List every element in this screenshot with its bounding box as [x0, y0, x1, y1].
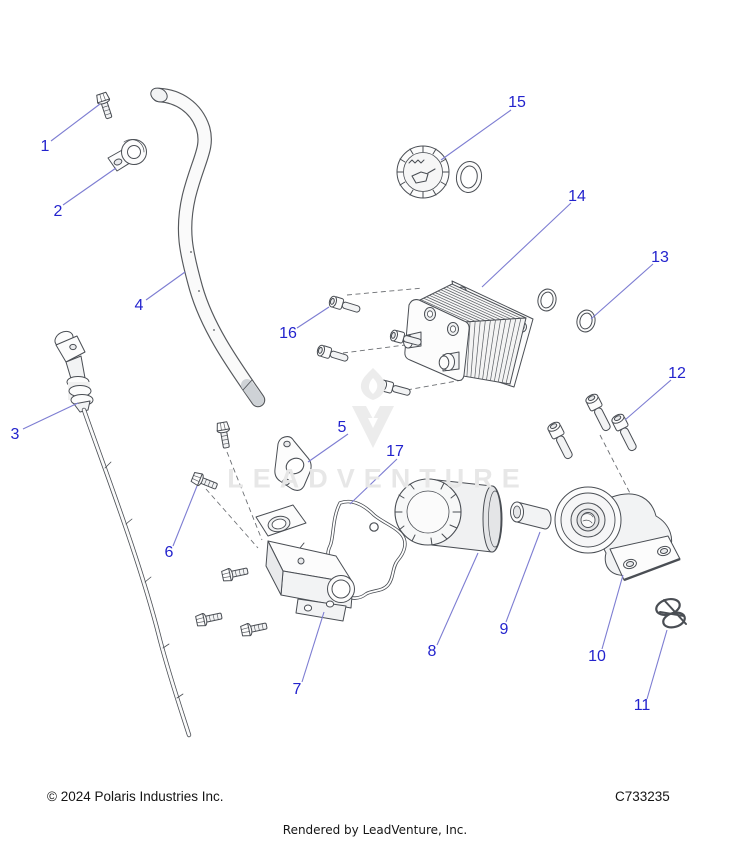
- callout-7[interactable]: 7: [292, 681, 302, 698]
- callout-11[interactable]: 11: [633, 697, 651, 714]
- part-socket-bolts-12: [545, 391, 641, 462]
- callout-5[interactable]: 5: [337, 419, 347, 436]
- part-wire-clip: [655, 597, 687, 629]
- part-hex-flange-bolts-6: [190, 421, 234, 493]
- part-oil-filter: [394, 478, 503, 553]
- leader-line-11: [646, 629, 668, 700]
- callout-13[interactable]: 13: [651, 249, 669, 266]
- leader-line-8: [436, 552, 479, 646]
- part-mounting-bracket: [274, 436, 312, 491]
- leader-line-15: [440, 109, 512, 161]
- part-oil-dipstick: [54, 330, 192, 738]
- callout-17[interactable]: 17: [386, 443, 404, 460]
- leader-line-7: [301, 611, 325, 683]
- assembly-dash-lines: [205, 287, 634, 549]
- leader-line-10: [601, 574, 624, 650]
- part-oil-cooler: [403, 280, 534, 388]
- leader-lines: [22, 103, 672, 700]
- callout-3[interactable]: 3: [10, 426, 20, 443]
- leader-line-12: [624, 379, 672, 421]
- callout-14[interactable]: 14: [568, 188, 586, 205]
- part-oil-fill-cap: [396, 145, 483, 199]
- callout-9[interactable]: 9: [499, 621, 509, 638]
- leader-line-4: [145, 271, 186, 301]
- part-fitting-nipple: [510, 501, 552, 530]
- callout-10[interactable]: 10: [588, 648, 606, 665]
- part-p-clamp: [107, 139, 147, 172]
- leader-line-13: [590, 263, 654, 320]
- callout-8[interactable]: 8: [427, 643, 437, 660]
- part-oil-filter-adapter: [554, 486, 681, 582]
- callout-4[interactable]: 4: [134, 297, 144, 314]
- leader-line-2: [62, 167, 117, 206]
- callout-12[interactable]: 12: [668, 365, 686, 382]
- diagram-svg: [22, 87, 687, 738]
- part-oil-drain-tube: [150, 87, 266, 408]
- leader-line-1: [50, 103, 101, 142]
- leader-line-5: [307, 433, 349, 463]
- callout-6[interactable]: 6: [164, 544, 174, 561]
- callout-1[interactable]: 1: [40, 138, 50, 155]
- part-o-rings: [537, 288, 596, 333]
- callout-2[interactable]: 2: [53, 203, 63, 220]
- part-code: C733235: [615, 789, 670, 804]
- leader-line-14: [481, 202, 572, 288]
- leader-line-6: [172, 485, 198, 547]
- leader-line-9: [505, 531, 541, 623]
- callout-15[interactable]: 15: [508, 94, 526, 111]
- part-cover-bolts: [194, 564, 269, 638]
- leader-line-3: [22, 402, 79, 430]
- leader-line-16: [296, 306, 330, 329]
- part-oil-tank-cover: [255, 504, 355, 622]
- callout-16[interactable]: 16: [279, 325, 297, 342]
- rendered-by-text: Rendered by LeadVenture, Inc.: [282, 823, 468, 837]
- copyright-text: © 2024 Polaris Industries Inc.: [47, 789, 224, 804]
- leader-line-17: [349, 458, 398, 505]
